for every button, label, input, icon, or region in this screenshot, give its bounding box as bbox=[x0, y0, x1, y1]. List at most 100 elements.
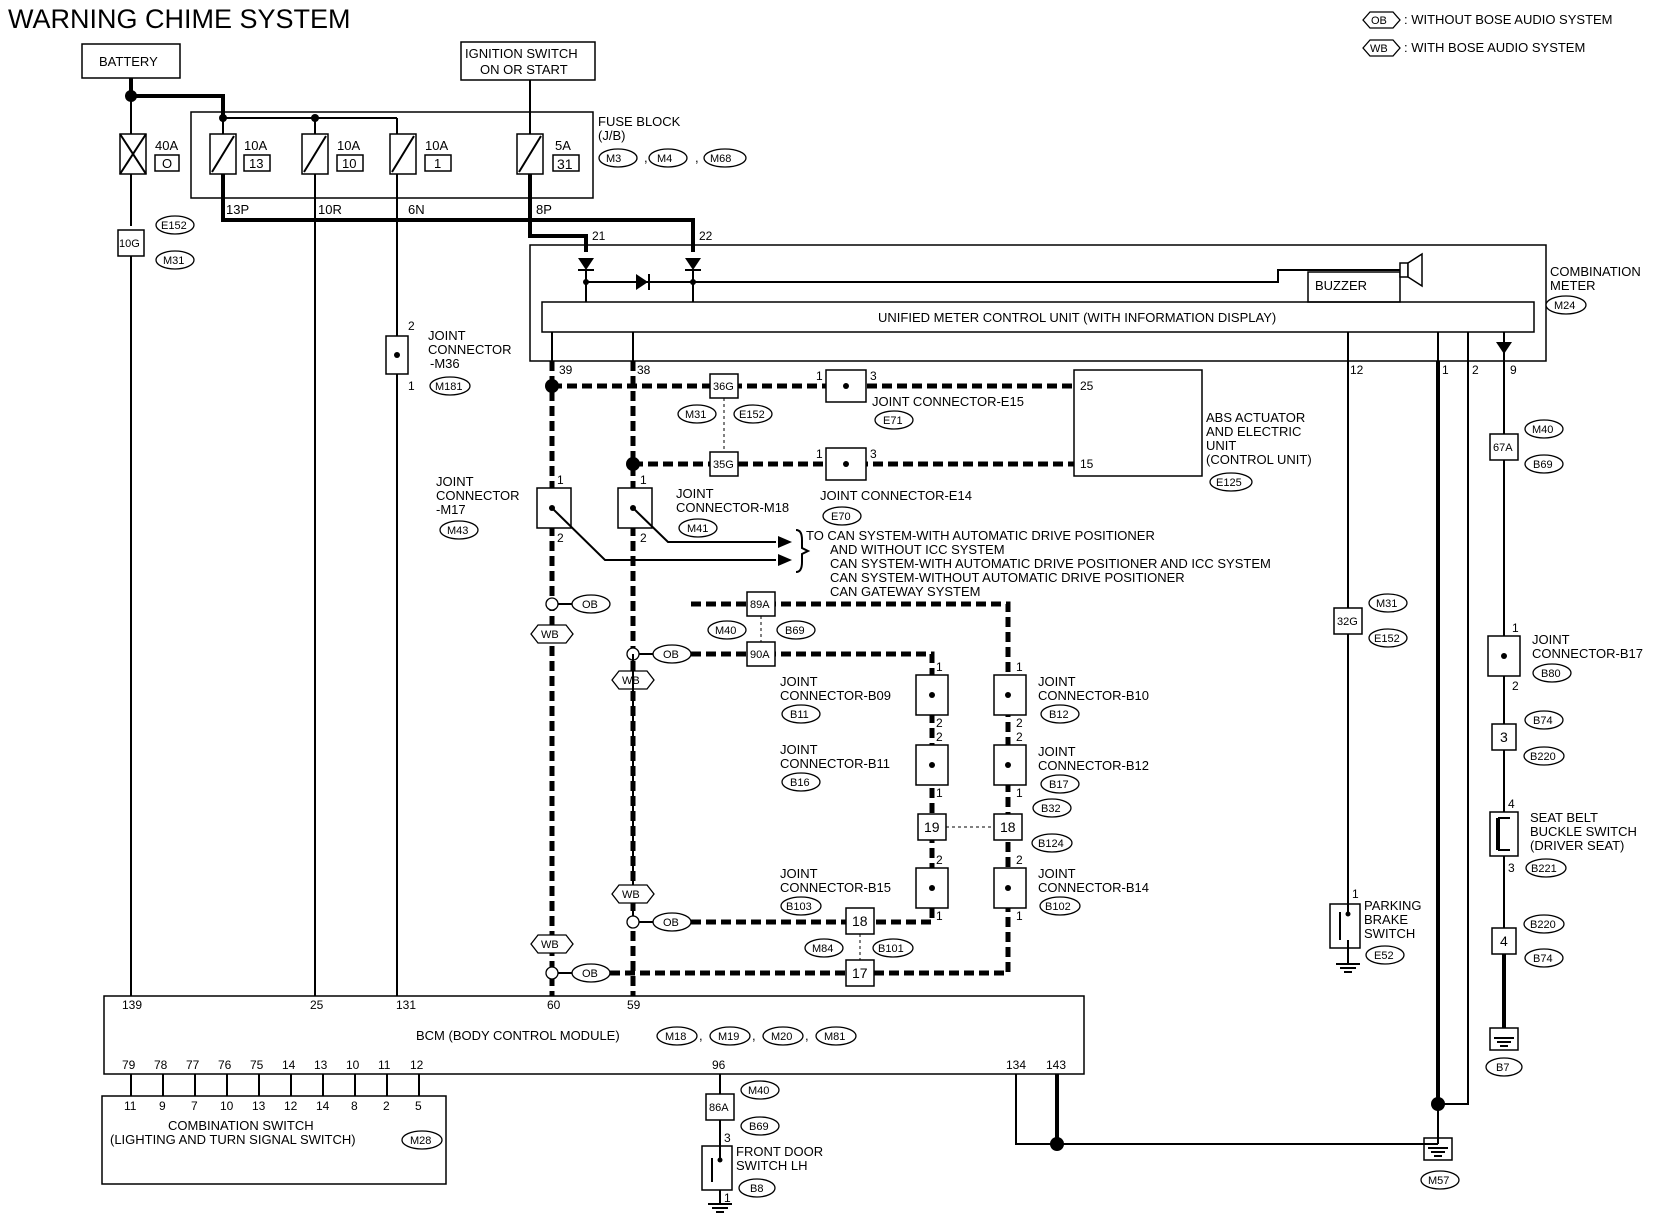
wb-marker-3: WB bbox=[622, 889, 640, 901]
bcm-pin-25: 25 bbox=[310, 998, 324, 1012]
joint-m17-l1: JOINT bbox=[436, 474, 474, 489]
tag-m81: M81 bbox=[824, 1031, 845, 1043]
ignition-line2: ON OR START bbox=[480, 62, 568, 77]
tag-b7: B7 bbox=[1496, 1062, 1509, 1074]
fuse-40a: 40A O bbox=[119, 133, 180, 175]
joint-connector-b11 bbox=[915, 744, 949, 786]
svg-text:36G: 36G bbox=[713, 381, 734, 393]
svg-text:1: 1 bbox=[1016, 786, 1023, 800]
combo-pin-7: 7 bbox=[191, 1099, 198, 1113]
bcm-pin-75: 75 bbox=[250, 1058, 264, 1072]
tag-b74-b: B74 bbox=[1533, 953, 1553, 965]
tag-e71: E71 bbox=[883, 415, 903, 427]
unified-meter-unit bbox=[541, 301, 1535, 333]
wb-marker-2: WB bbox=[622, 675, 640, 687]
svg-text:1: 1 bbox=[936, 909, 943, 923]
svg-text:,: , bbox=[644, 150, 648, 165]
tag-m40-b: M40 bbox=[1532, 424, 1553, 436]
front-door-switch bbox=[701, 1145, 733, 1191]
bcm-label: BCM (BODY CONTROL MODULE) bbox=[416, 1028, 620, 1043]
combo-pin-11: 11 bbox=[124, 1099, 137, 1113]
tag-b220-b: B220 bbox=[1530, 919, 1556, 931]
svg-text:2: 2 bbox=[1016, 716, 1023, 730]
tag-b221: B221 bbox=[1531, 863, 1557, 875]
svg-text:1: 1 bbox=[1016, 660, 1023, 674]
bcm-pin-143: 143 bbox=[1046, 1058, 1066, 1072]
seatbelt-l2: BUCKLE SWITCH bbox=[1530, 824, 1637, 839]
legend-ob-code: OB bbox=[1371, 15, 1387, 27]
can-note-3: CAN SYSTEM-WITH AUTOMATIC DRIVE POSITION… bbox=[830, 556, 1271, 571]
svg-text:10A: 10A bbox=[244, 138, 267, 153]
fuse-pin-6n: 6N bbox=[408, 202, 425, 217]
bcm-pin-139: 139 bbox=[122, 998, 142, 1012]
buzzer-box bbox=[1307, 271, 1401, 303]
tag-b69-a: B69 bbox=[785, 625, 805, 637]
parking-l1: PARKING bbox=[1364, 898, 1422, 913]
ignition-switch-box bbox=[460, 41, 596, 81]
svg-text:32G: 32G bbox=[1337, 616, 1358, 628]
svg-text:2: 2 bbox=[640, 531, 647, 545]
svg-text:90A: 90A bbox=[750, 649, 770, 661]
bcm-box bbox=[103, 995, 1085, 1075]
ground-icon bbox=[1336, 963, 1360, 973]
svg-text:2: 2 bbox=[1512, 679, 1519, 693]
svg-text:18: 18 bbox=[852, 913, 868, 929]
combo-pin-8: 8 bbox=[351, 1099, 358, 1113]
svg-text:2: 2 bbox=[557, 531, 564, 545]
fuse-block-conn-1: M3 bbox=[606, 153, 621, 165]
seatbelt-l3: (DRIVER SEAT) bbox=[1530, 838, 1624, 853]
joint-m36-l3: -M36 bbox=[430, 356, 460, 371]
svg-text:2: 2 bbox=[1016, 730, 1023, 744]
combo-pin-5: 5 bbox=[415, 1099, 422, 1113]
svg-text:1: 1 bbox=[408, 379, 415, 393]
meter-pin-21: 21 bbox=[592, 229, 606, 243]
fuse-pin-13p: 13P bbox=[226, 202, 249, 217]
fuse-5a-31: 5A 31 bbox=[516, 133, 580, 175]
seatbelt-l1: SEAT BELT bbox=[1530, 810, 1598, 825]
ob-marker-1: OB bbox=[582, 599, 598, 611]
battery-label: BATTERY bbox=[99, 54, 158, 69]
combo-pin-13: 13 bbox=[252, 1099, 266, 1113]
can-note-2: AND WITHOUT ICC SYSTEM bbox=[830, 542, 1005, 557]
fuse-block-box bbox=[190, 111, 594, 199]
combination-switch-box bbox=[101, 1095, 447, 1185]
diagram-title: WARNING CHIME SYSTEM bbox=[8, 4, 351, 34]
svg-text:1: 1 bbox=[816, 447, 823, 461]
svg-text:10A: 10A bbox=[425, 138, 448, 153]
tag-e70: E70 bbox=[831, 511, 851, 523]
inline-18-b bbox=[993, 813, 1023, 841]
fuse-block-conn-3: M68 bbox=[710, 153, 731, 165]
door-l1: FRONT DOOR bbox=[736, 1144, 823, 1159]
bcm-pin-10: 10 bbox=[346, 1058, 360, 1072]
wb-marker-1: WB bbox=[541, 629, 559, 641]
tag-m31-c: M31 bbox=[1376, 598, 1397, 610]
svg-text:31: 31 bbox=[557, 156, 573, 172]
svg-text:O: O bbox=[162, 156, 172, 171]
diode-22 bbox=[685, 258, 701, 271]
door-l2: SWITCH LH bbox=[736, 1158, 808, 1173]
legend-ob-text: : WITHOUT BOSE AUDIO SYSTEM bbox=[1404, 12, 1613, 27]
tag-e152-b: E152 bbox=[739, 409, 765, 421]
inline-19 bbox=[917, 813, 947, 841]
tag-b101: B101 bbox=[878, 943, 904, 955]
svg-text:3: 3 bbox=[724, 1131, 731, 1145]
joint-b12-l1: JOINT bbox=[1038, 744, 1076, 759]
joint-e15-label: JOINT CONNECTOR-E15 bbox=[872, 394, 1024, 409]
tag-m43: M43 bbox=[447, 525, 468, 537]
tag-m31-b: M31 bbox=[685, 409, 706, 421]
tag-m84: M84 bbox=[812, 943, 833, 955]
tag-m40-a: M40 bbox=[715, 625, 736, 637]
bcm-pin-78: 78 bbox=[154, 1058, 168, 1072]
abs-l4: (CONTROL UNIT) bbox=[1206, 452, 1312, 467]
svg-text:3: 3 bbox=[870, 447, 877, 461]
combo-pin-10: 10 bbox=[220, 1099, 234, 1113]
can-note-5: CAN GATEWAY SYSTEM bbox=[830, 584, 980, 599]
fuse-10a-13: 10A 13 bbox=[209, 133, 271, 175]
svg-text:19: 19 bbox=[924, 819, 940, 835]
tag-m41: M41 bbox=[687, 523, 708, 535]
tag-m18: M18 bbox=[665, 1031, 686, 1043]
can-note-1: TO CAN SYSTEM-WITH AUTOMATIC DRIVE POSIT… bbox=[806, 528, 1155, 543]
svg-text:2: 2 bbox=[936, 853, 943, 867]
svg-text:2: 2 bbox=[408, 319, 415, 333]
parking-l2: BRAKE bbox=[1364, 912, 1408, 927]
